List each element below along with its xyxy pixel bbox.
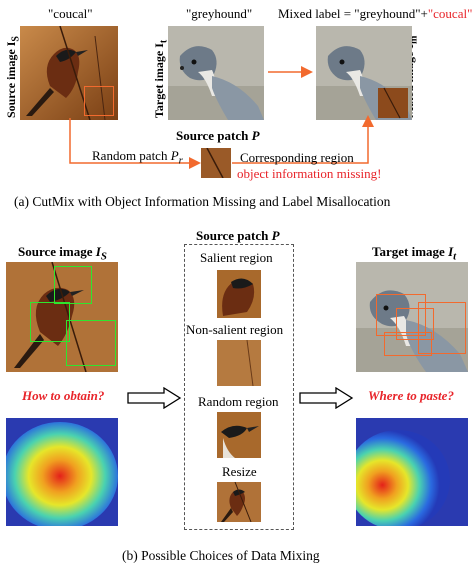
green-box-1 [54, 266, 92, 304]
source-title-b-text: Source image [18, 244, 96, 259]
mixed-image [316, 26, 412, 120]
mixed-label-prefix: Mixed label = "greyhound"+ [278, 6, 428, 21]
patch-title-b-text: Source patch [196, 228, 272, 243]
orange-box-2 [396, 308, 434, 340]
source-bird-image-b [6, 262, 118, 372]
non-salient-patch-image [217, 340, 261, 386]
target-dog-image-b [356, 262, 468, 372]
orange-box-4 [384, 332, 432, 356]
random-patch-label: Random patch Pr [92, 148, 183, 169]
source-patch-title-a: Source patch P [176, 128, 260, 143]
where-to-paste: Where to paste? [368, 388, 454, 403]
salient-label: Salient region [200, 250, 273, 265]
target-title-b-text: Target image [372, 244, 449, 259]
mixed-label-suffix: "coucal" [427, 6, 473, 21]
green-box-3 [66, 320, 116, 366]
mixed-label: Mixed label = "greyhound"+"coucal" [278, 6, 472, 21]
resize-label: Resize [222, 464, 257, 479]
target-title-b-var: I [448, 244, 454, 259]
obtain-arrow [127, 387, 182, 409]
orange-box-1 [376, 294, 426, 336]
source-patch-box [84, 86, 114, 116]
resize-patch-image [217, 482, 261, 522]
source-title-b: Source image IS [18, 244, 107, 265]
random-region-label: Random region [198, 394, 279, 409]
corresponding-region-label: Corresponding region [240, 150, 354, 165]
patch-to-mixed-arrow [232, 115, 374, 164]
patch-choices-box [184, 244, 294, 530]
random-patch-label-sub: r [178, 154, 183, 167]
paste-arrow [299, 387, 354, 409]
patch-title-b-var: P [271, 228, 280, 243]
salient-patch-image [217, 270, 261, 318]
random-patch-label-text: Random patch [92, 148, 171, 163]
source-label: "coucal" [48, 6, 93, 21]
patch-title-b: Source patch P [196, 228, 280, 243]
random-region-patch-image [217, 412, 261, 458]
source-patch-title-a-text: Source patch [176, 128, 252, 143]
orange-box-3 [418, 302, 466, 354]
missing-note: object information missing! [237, 166, 382, 181]
target-label: "greyhound" [186, 6, 253, 21]
target-heatmap-image [356, 418, 468, 526]
source-title-b-sub: S [100, 250, 107, 263]
source-patch-title-a-var: P [251, 128, 260, 143]
panel-a-arrows [69, 66, 374, 169]
non-salient-label: Non-salient region [186, 322, 284, 337]
source-bird-image [20, 26, 118, 120]
caption-b: (b) Possible Choices of Data Mixing [122, 548, 320, 563]
target-title-b-sub: t [453, 250, 457, 263]
random-patch-label-var: P [170, 148, 179, 163]
target-dog-image [168, 26, 264, 120]
source-heatmap-image [6, 418, 118, 526]
target-title-b: Target image It [372, 244, 456, 265]
how-to-obtain: How to obtain? [22, 388, 105, 403]
green-box-2 [30, 302, 70, 342]
caption-a: (a) CutMix with Object Information Missi… [14, 194, 391, 209]
random-patch-image [201, 148, 231, 178]
source-title-b-var: I [95, 244, 101, 259]
source-to-patch-arrow [69, 118, 201, 169]
